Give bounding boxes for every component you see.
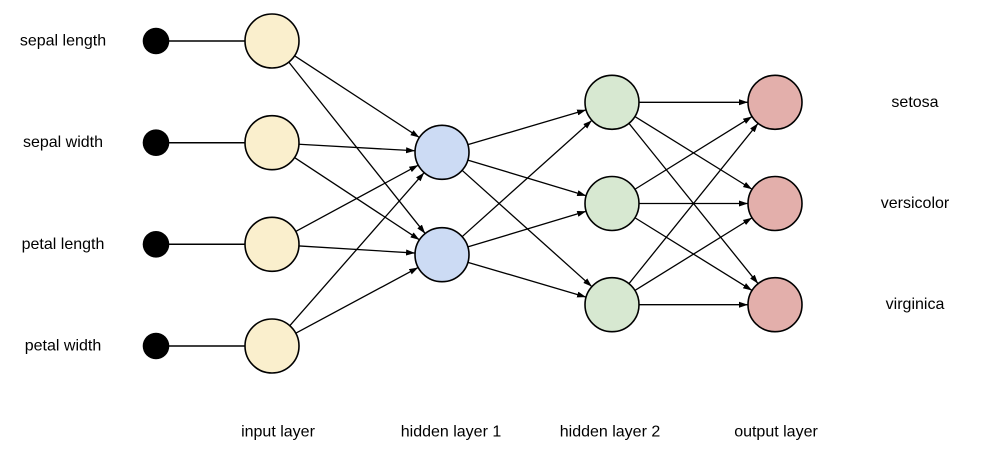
input-dot-3 xyxy=(142,231,170,258)
layer-caption-output-layer: output layer xyxy=(734,424,818,441)
node-output-layer-1 xyxy=(747,74,803,131)
right-node-label-versicolor: versicolor xyxy=(881,195,950,212)
edge-layer1n2-to-layer2n1 xyxy=(298,143,416,154)
node-hidden-layer-2-3 xyxy=(584,276,640,333)
input-dot-4 xyxy=(142,332,170,360)
edge-layer3n2-to-layer4n1 xyxy=(634,115,753,190)
edge-layer2n2-to-layer3n1 xyxy=(461,119,593,238)
node-hidden-layer-1-2 xyxy=(414,226,470,283)
edge-layer1n4-to-layer2n2 xyxy=(295,266,419,334)
left-node-label-petal-width: petal width xyxy=(25,338,102,355)
edge-layer1n3-to-layer2n1 xyxy=(295,164,419,233)
edge-layer2n2-to-layer3n3 xyxy=(467,261,587,298)
right-node-label-setosa: setosa xyxy=(891,94,938,111)
node-input-layer-3 xyxy=(244,216,300,273)
edge-layer3n3-to-layer4n1 xyxy=(628,122,759,285)
left-node-label-sepal-length: sepal length xyxy=(20,33,106,50)
node-hidden-layer-2-1 xyxy=(584,74,640,131)
node-input-layer-1 xyxy=(244,13,300,69)
node-input-layer-2 xyxy=(244,114,300,171)
left-node-label-petal-length: petal length xyxy=(22,236,105,253)
edge-layer2n2-to-layer3n2 xyxy=(467,210,587,248)
layer-caption-input-layer: input layer xyxy=(241,424,315,441)
left-node-label-sepal-width: sepal width xyxy=(23,134,103,151)
node-hidden-layer-2-2 xyxy=(584,175,640,232)
node-hidden-layer-1-1 xyxy=(414,124,470,181)
edge-layer1n1-to-layer2n1 xyxy=(294,55,420,139)
edge-layer1n4-to-layer2n1 xyxy=(289,172,425,327)
edge-layer2n1-to-layer3n1 xyxy=(467,109,587,146)
node-output-layer-2 xyxy=(747,175,803,232)
layer-caption-hidden-layer-2: hidden layer 2 xyxy=(560,424,661,441)
right-node-label-virginica: virginica xyxy=(886,296,945,313)
edge-layer3n3-to-layer4n2 xyxy=(634,217,753,292)
node-input-layer-4 xyxy=(244,318,300,374)
input-dot-1 xyxy=(142,27,170,55)
layer-caption-hidden-layer-1: hidden layer 1 xyxy=(401,424,502,441)
node-output-layer-3 xyxy=(747,276,803,333)
input-dot-2 xyxy=(142,129,170,156)
